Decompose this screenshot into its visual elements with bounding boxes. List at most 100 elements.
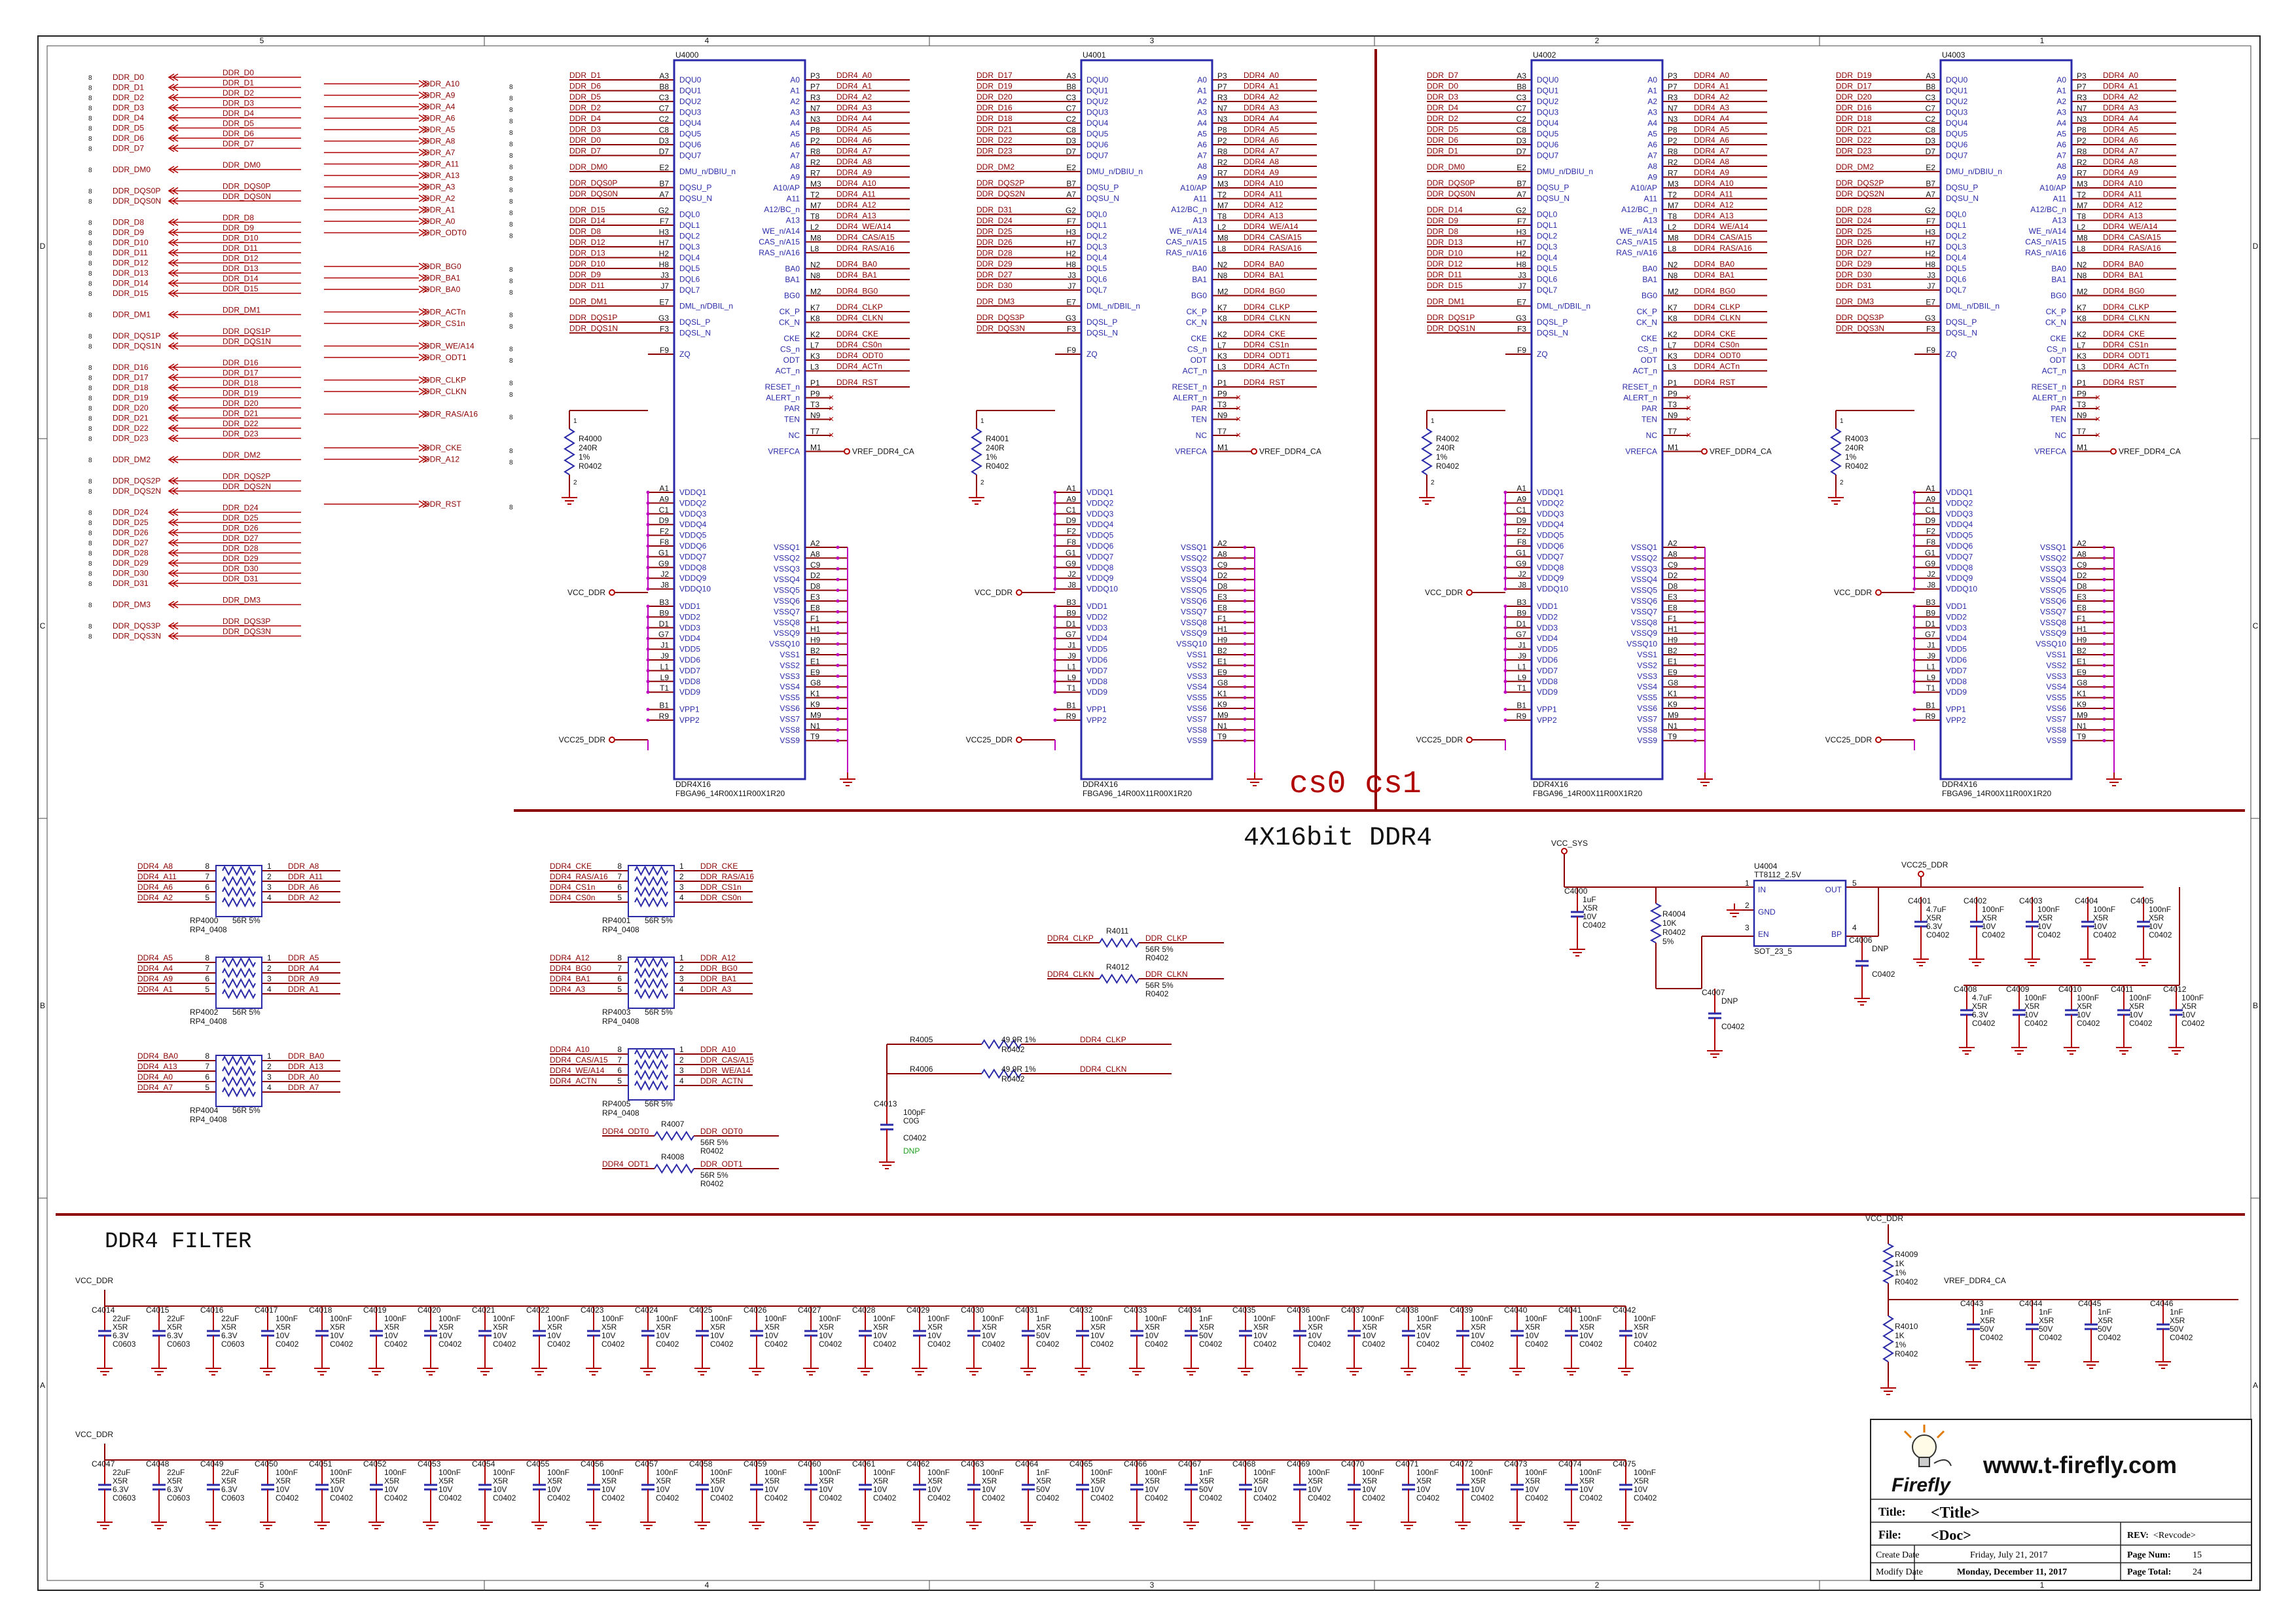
pin-name: A10/AP	[2039, 183, 2066, 192]
pin-number: T2	[1668, 191, 1677, 200]
pin-name: VSS2	[2046, 661, 2066, 670]
cap-value: C0402	[710, 1340, 734, 1349]
pin-name: VDD8	[1086, 677, 1107, 686]
cap-value: 100nF	[439, 1468, 461, 1477]
cap-value: 1nF	[1980, 1307, 1994, 1317]
junction-dot	[1693, 674, 1697, 678]
pin-number: J7	[1067, 282, 1076, 291]
cap-value: 100nF	[2181, 993, 2204, 1002]
net-label: DDR4_A10	[2103, 179, 2143, 188]
pin-number: 1	[1840, 418, 1844, 425]
net-label: DDR4_CLKN	[1244, 314, 1290, 323]
net-label: DDR4_CAS/A15	[1694, 233, 1752, 242]
rpack-element	[634, 896, 668, 908]
pin-name: A5	[1197, 130, 1207, 139]
pin-name: DQU5	[1086, 130, 1109, 139]
junction-dot	[1053, 512, 1057, 516]
cap-value: C0603	[113, 1340, 136, 1349]
cap-value: 10V	[1308, 1485, 1321, 1494]
rpack-element	[222, 886, 256, 898]
pin-number: L7	[2077, 341, 2086, 350]
sheet-port-label: DDR_CLKN	[424, 387, 467, 396]
bus-section-label: 4X16bit DDR4	[1244, 824, 1432, 853]
capacitor	[315, 1306, 329, 1362]
sheet-port-label: DDR_BA1	[424, 274, 461, 283]
junction-dot	[1243, 610, 1247, 613]
cap-value: 100nF	[2093, 905, 2115, 914]
cap-value: X5R	[656, 1476, 672, 1486]
bus-width-label: 8	[509, 84, 513, 91]
pin-name: NC	[2055, 431, 2067, 440]
pin-number: A2	[810, 539, 820, 548]
pin-number: B9	[1926, 608, 1935, 617]
junction-dot	[1693, 685, 1697, 689]
pin-name: VDDQ9	[679, 574, 707, 583]
net-label: DDR4_A0	[1694, 71, 1729, 80]
cap-value: 10V	[710, 1331, 724, 1340]
pin-number: K9	[810, 700, 820, 709]
pin-name: PAR	[2051, 404, 2066, 413]
net-label: DDR4_BA1	[1694, 270, 1734, 280]
net-label: DDR4_RAS/A16	[1694, 244, 1752, 253]
pin-number: G8	[1668, 678, 1678, 687]
pin-name: DQL4	[679, 253, 700, 263]
sheet-port-label: DDR_BA0	[424, 285, 461, 294]
pin-number: R8	[2077, 147, 2087, 156]
pin-number: K1	[2077, 689, 2087, 699]
pin-name: DQL1	[1946, 221, 1967, 230]
junction-dot	[1243, 631, 1247, 635]
cap-value: 10V	[2129, 1010, 2143, 1019]
net-label: DDR4_A13	[2103, 211, 2143, 221]
port-arrow-icon	[418, 91, 429, 100]
cap-value: 10V	[330, 1485, 344, 1494]
cap-value: 100nF	[439, 1314, 461, 1323]
cap-value: 100nF	[547, 1468, 569, 1477]
sheet-port-label: DDR_ODT0	[424, 228, 467, 238]
logo-text: Firefly	[1892, 1474, 1951, 1496]
junction-dot	[2102, 685, 2106, 689]
pin-name: TEN	[1641, 415, 1657, 424]
create-date-value: Friday, July 21, 2017	[1970, 1550, 2047, 1560]
pin-name: VPP1	[1946, 705, 1966, 714]
dnp-note: DNP	[903, 1146, 920, 1156]
no-connect-icon: ×	[829, 392, 834, 403]
pin-name: VSSQ8	[774, 618, 800, 627]
pin-number: 8	[617, 862, 622, 871]
cap-value: 10V	[873, 1331, 887, 1340]
pin-number: F3	[1067, 325, 1076, 334]
pin-name: ZQ	[679, 350, 691, 359]
net-label: DDR4_ODT1	[1244, 351, 1291, 360]
cap-value: X5R	[1525, 1322, 1541, 1332]
pin-number: N3	[2077, 115, 2087, 124]
pin-name: DQSU_N	[1537, 194, 1570, 203]
capacitor	[2157, 1300, 2170, 1355]
pin-number: L8	[2077, 244, 2086, 253]
cap-value: 1nF	[2039, 1307, 2053, 1317]
capacitor	[207, 1460, 220, 1516]
pin-name: VDD4	[679, 634, 700, 643]
junction-dot	[2102, 556, 2106, 560]
pin-name: DMU_n/DBIU_n	[1946, 167, 2002, 176]
pin-number: F7	[1067, 217, 1076, 226]
pin-name: DMU_n/DBIU_n	[1537, 167, 1593, 176]
cap-value: 100nF	[710, 1314, 732, 1323]
pin-number: K7	[1668, 303, 1677, 312]
junction-dot	[1053, 555, 1057, 558]
capacitor	[370, 1460, 383, 1516]
pin-name: VDDQ8	[1946, 563, 1973, 572]
capacitor	[587, 1460, 600, 1516]
cap-ref: C4054	[472, 1459, 495, 1468]
net-label: DDR_D20	[223, 399, 259, 408]
cap-value: 10V	[2037, 922, 2051, 931]
pin-name: PAR	[1191, 404, 1207, 413]
pin-number: F9	[1067, 346, 1076, 355]
pin-number: C8	[1516, 126, 1527, 135]
pin-name: ZQ	[1946, 350, 1957, 359]
resistor-ref: R4002	[1436, 434, 1460, 443]
power-port-icon	[2110, 448, 2117, 455]
pin-name: VDD3	[1086, 623, 1107, 632]
junction-dot	[646, 708, 650, 712]
pin-number: G7	[1925, 630, 1935, 639]
sheet-port-label: DDR_RAS/A16	[424, 410, 478, 419]
junction-dot	[1503, 658, 1507, 662]
